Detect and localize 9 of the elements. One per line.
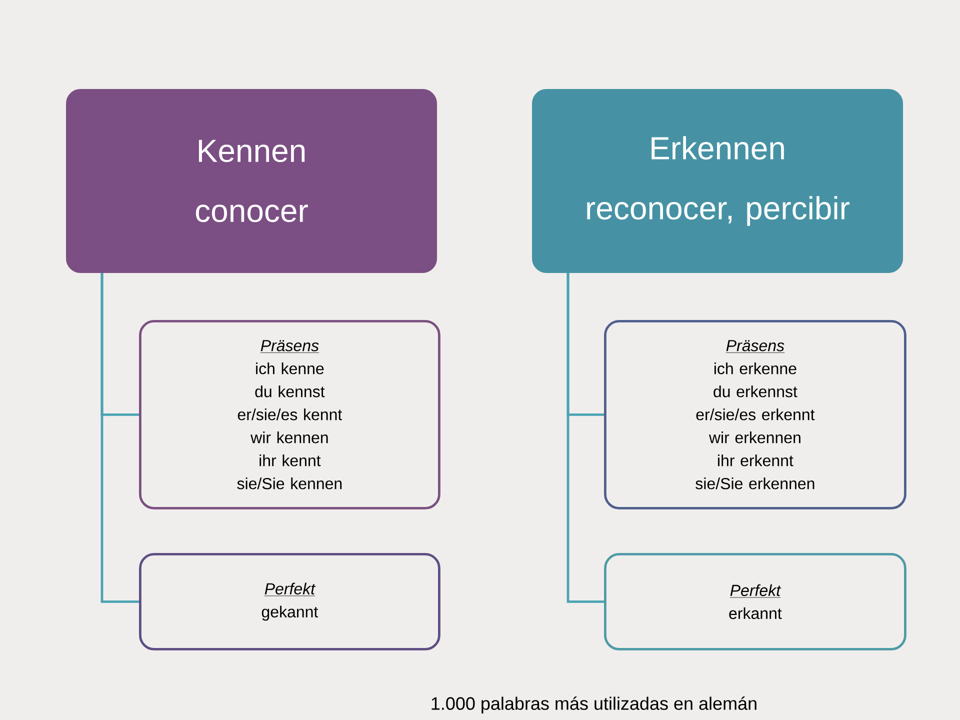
heading-box: Kennen conocer [66,89,437,273]
conjugation-box: Perfekt erkannt [604,553,906,650]
connector-line [100,273,139,603]
conjugation-box: Perfekt gekannt [139,553,440,650]
footer-text: 1.000 palabras más utilizadas en alemán [432,696,756,714]
conjugation-box: Präsens ich erkenne du erkennst er/sie/es erkennt wir erkennen ihr erkennt sie/Sie erkennen [604,320,906,510]
conjugation-box: Präsens ich kenne du kennst er/sie/es kennt wir kennen ihr kennt sie/Sie kennen [139,320,440,510]
heading-box: Erkennen reconocer, percibir [532,89,904,273]
connector-line [566,273,604,603]
